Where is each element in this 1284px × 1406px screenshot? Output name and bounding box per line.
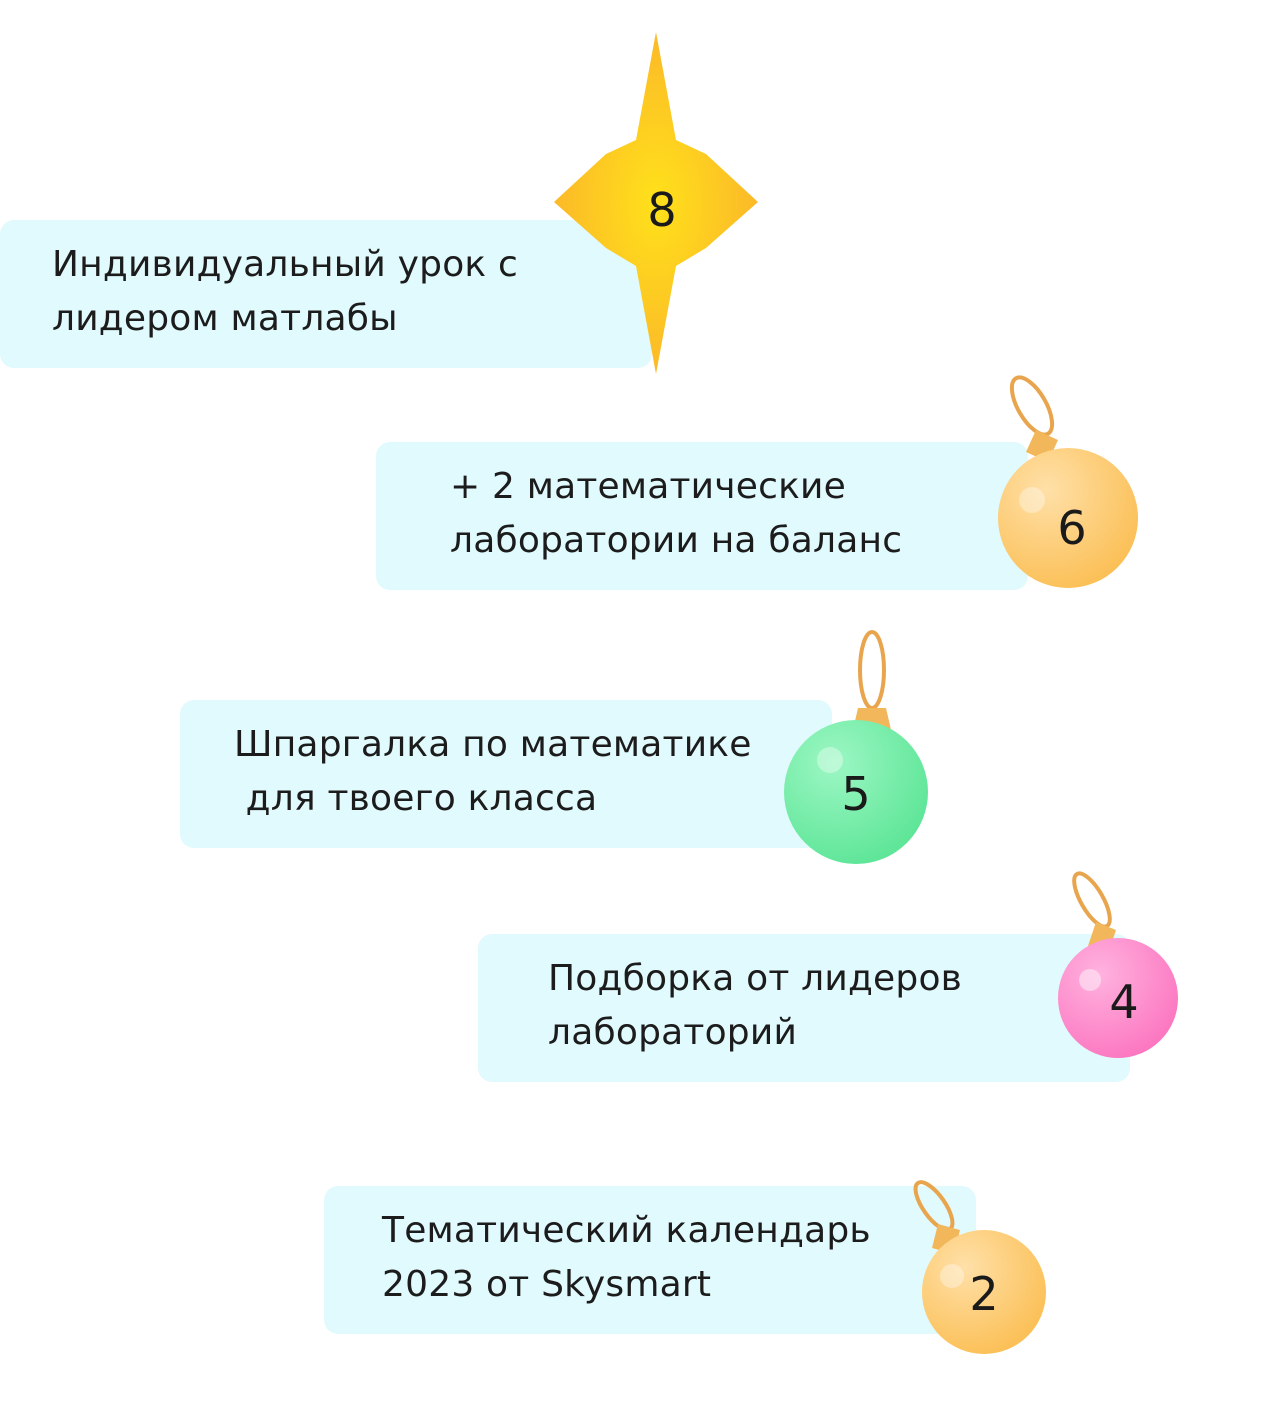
star-number: 8 <box>647 183 676 237</box>
bauble-ornament-5-icon: 5 <box>784 630 928 864</box>
bauble-string <box>913 1180 955 1232</box>
reward-card-5 <box>180 700 832 848</box>
bauble-number: 5 <box>841 767 870 821</box>
bauble-ornament-2-icon: 2 <box>913 1180 1046 1354</box>
star-ornament-icon: 8 <box>554 32 758 374</box>
bauble-string <box>1072 871 1112 929</box>
reward-card-8-text: Индивидуальный урок с лидером матлабы <box>52 238 518 346</box>
bauble-ball <box>784 720 928 864</box>
reward-card-4-text: Подборка от лидеров лабораторий <box>548 952 962 1060</box>
bauble-ornament-6-icon: 6 <box>998 375 1138 588</box>
bauble-string <box>858 630 886 710</box>
bauble-number: 2 <box>969 1267 998 1321</box>
reward-card-5-text: Шпаргалка по математике для твоего класс… <box>234 718 752 826</box>
bauble-highlight <box>817 747 843 773</box>
reward-card-8 <box>0 220 652 368</box>
reward-card-8-line1: Индивидуальный урок с <box>52 244 519 285</box>
reward-card-8-line2: лидером матлабы <box>52 298 398 339</box>
bauble-highlight <box>1079 969 1101 991</box>
bauble-number: 6 <box>1057 501 1086 555</box>
reward-card-6-line1: + 2 математические <box>450 466 846 507</box>
bauble-string <box>1009 375 1055 437</box>
reward-card-4-line1: Подборка от лидеров <box>548 958 963 999</box>
reward-card-5-line1: Шпаргалка по математике <box>234 724 752 765</box>
bauble-highlight <box>1019 487 1045 513</box>
bauble-ornament-4-icon: 4 <box>1058 871 1178 1058</box>
bauble-ball <box>922 1230 1046 1354</box>
reward-card-2-line2: 2023 от Skysmart <box>382 1264 712 1305</box>
bauble-number: 4 <box>1109 975 1138 1029</box>
reward-card-6-text: + 2 математические лаборатории на баланс <box>450 460 902 568</box>
star-shape <box>554 32 758 374</box>
reward-card-2-line1: Тематический календарь <box>382 1210 871 1251</box>
reward-card-4 <box>478 934 1130 1082</box>
reward-card-2-text: Тематический календарь 2023 от Skysmart <box>382 1204 871 1312</box>
reward-card-4-line2: лабораторий <box>548 1012 798 1053</box>
bauble-ball <box>1058 938 1178 1058</box>
reward-card-5-line2: для твоего класса <box>234 778 598 819</box>
reward-card-6-line2: лаборатории на баланс <box>450 520 903 561</box>
reward-card-2 <box>324 1186 976 1334</box>
bauble-ball <box>998 448 1138 588</box>
bauble-highlight <box>940 1264 964 1288</box>
reward-card-6 <box>376 442 1028 590</box>
